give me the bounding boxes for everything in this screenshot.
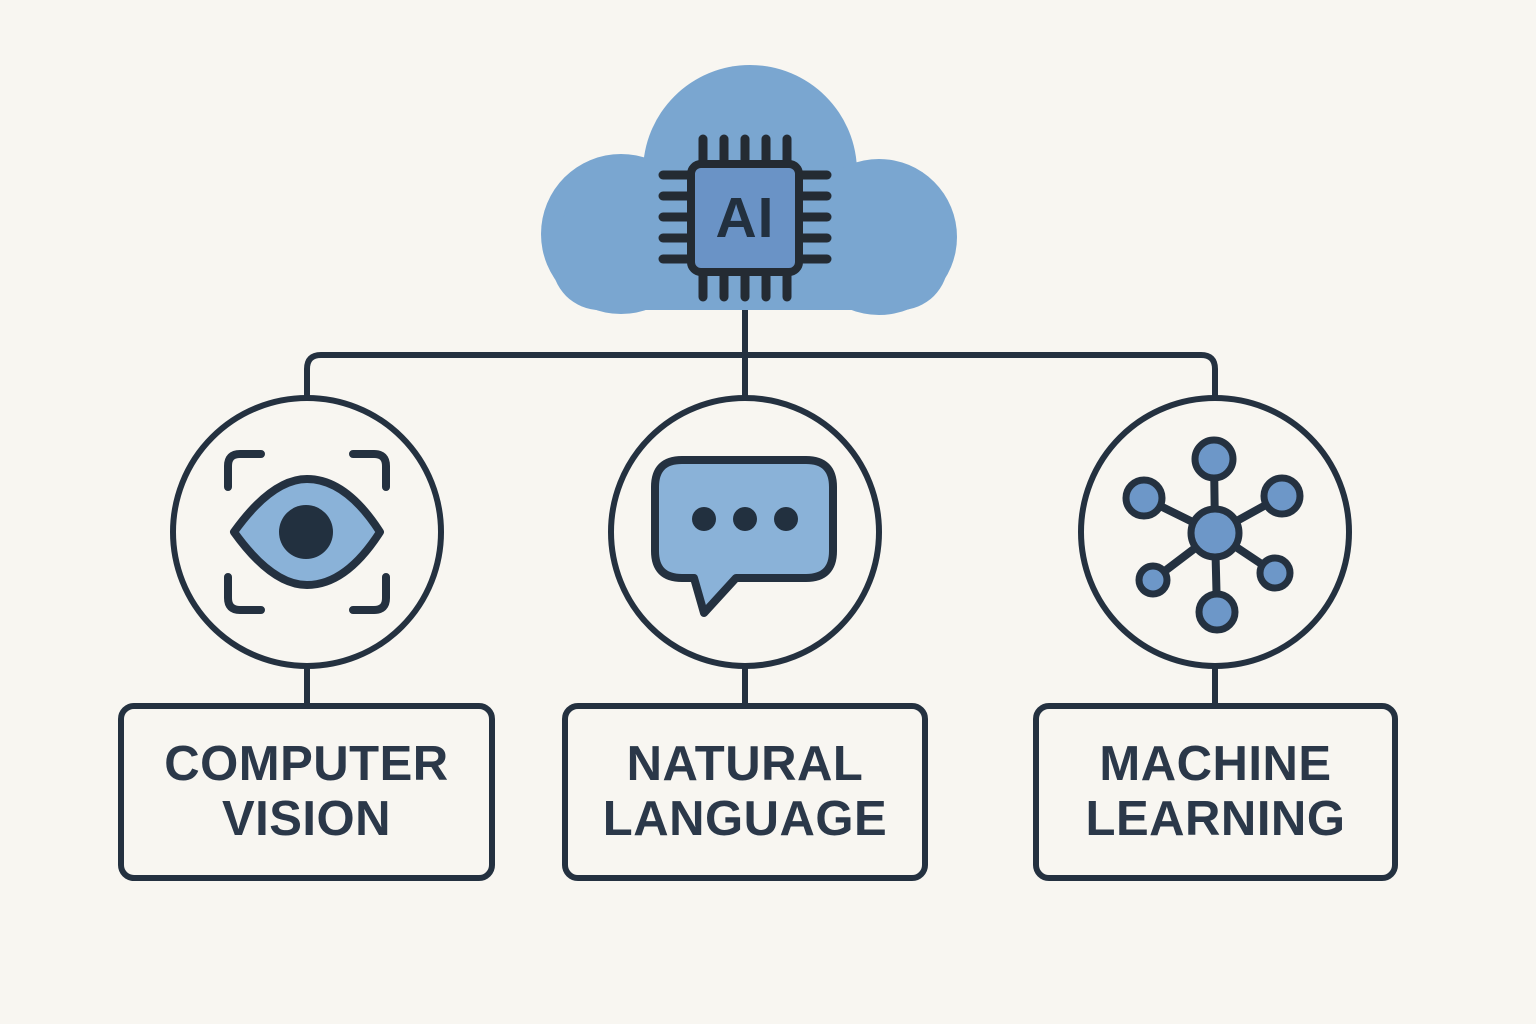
node-natural-language [608, 395, 882, 669]
chip-die [687, 160, 803, 276]
ai-chip-label: AI [715, 186, 775, 250]
label-box-machine-learning: MACHINE LEARNING [1033, 703, 1398, 881]
ai-chip-cloud-icon [541, 65, 957, 315]
chip-icon [658, 134, 832, 302]
network-nodes-icon [1122, 436, 1304, 634]
eye-scan-icon [224, 450, 390, 614]
label-line: VISION [221, 792, 392, 846]
node-computer-vision [170, 395, 444, 669]
label-line: LEARNING [1085, 792, 1346, 846]
label-box-natural-language: NATURAL LANGUAGE [562, 703, 928, 881]
node-machine-learning [1078, 395, 1352, 669]
connector-bus [304, 352, 1218, 398]
connector-lines [304, 298, 1218, 704]
label-line: COMPUTER [164, 736, 449, 791]
label-line: MACHINE [1099, 736, 1332, 791]
chat-bubble-icon [651, 456, 837, 617]
label-box-computer-vision: COMPUTER VISION [118, 703, 495, 881]
label-line: LANGUAGE [602, 792, 888, 846]
label-line: NATURAL [626, 736, 864, 791]
